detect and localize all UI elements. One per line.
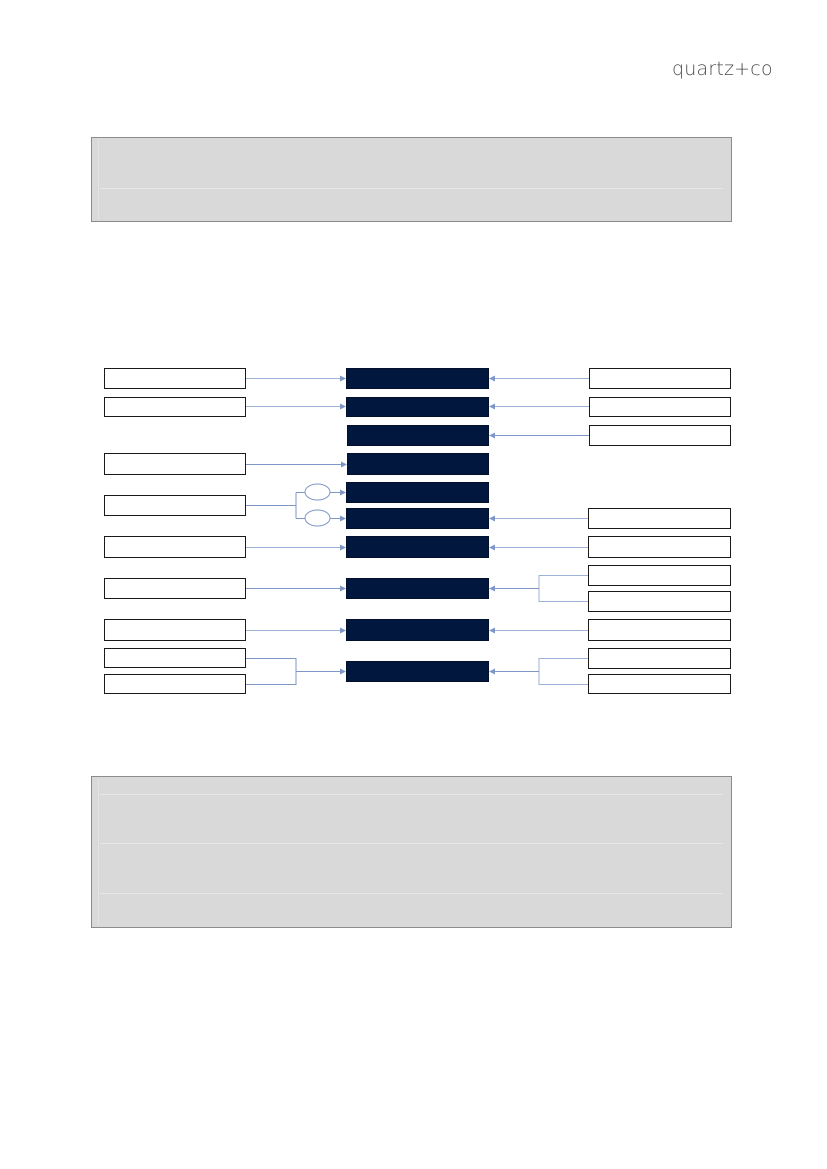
right-box-8 [588, 619, 731, 641]
right-box-7 [588, 591, 731, 612]
panel-inner-edge [98, 140, 99, 219]
connector-bracket [538, 658, 588, 685]
left-box-4 [104, 495, 246, 516]
left-box-8 [104, 648, 246, 668]
left-box-1 [104, 368, 246, 389]
right-box-9 [588, 648, 731, 669]
center-column [346, 368, 489, 682]
bottom-gray-text-panel [91, 776, 732, 928]
left-box-6 [104, 578, 246, 599]
oval-node [304, 509, 331, 527]
left-box-9 [104, 674, 246, 694]
center-box-6 [346, 508, 489, 529]
right-box-10 [588, 674, 731, 694]
oval-node [304, 483, 331, 501]
left-box-2 [104, 397, 246, 417]
center-box-3 [347, 425, 489, 446]
panel-row-divider [100, 843, 723, 844]
left-connectors [246, 375, 347, 685]
panel-row-divider [100, 794, 723, 795]
center-box-10 [346, 661, 489, 682]
right-box-6 [588, 565, 731, 586]
center-box-7 [346, 536, 489, 558]
panel-inner-edge [98, 779, 99, 925]
left-box-5 [104, 536, 246, 558]
left-box-3 [104, 453, 246, 475]
center-box-9 [346, 619, 489, 641]
left-box-7 [104, 619, 246, 641]
center-box-5 [346, 482, 489, 503]
right-connectors [489, 375, 589, 685]
left-column [104, 368, 246, 694]
panel-row-divider [100, 893, 723, 894]
center-box-8 [346, 578, 489, 599]
right-box-5 [588, 536, 731, 558]
panel-row-divider [100, 188, 723, 189]
center-box-1 [346, 368, 489, 389]
right-box-2 [589, 397, 731, 417]
connector-bracket [538, 575, 588, 602]
right-box-4 [588, 508, 731, 529]
connector-bracket [246, 658, 297, 685]
right-box-3 [589, 425, 731, 446]
center-box-2 [346, 397, 489, 417]
top-gray-text-panel [91, 137, 732, 222]
right-box-1 [589, 368, 731, 389]
center-box-4 [347, 453, 489, 475]
right-column [588, 368, 731, 694]
quartz-co-logo: quartz+co [672, 58, 773, 80]
